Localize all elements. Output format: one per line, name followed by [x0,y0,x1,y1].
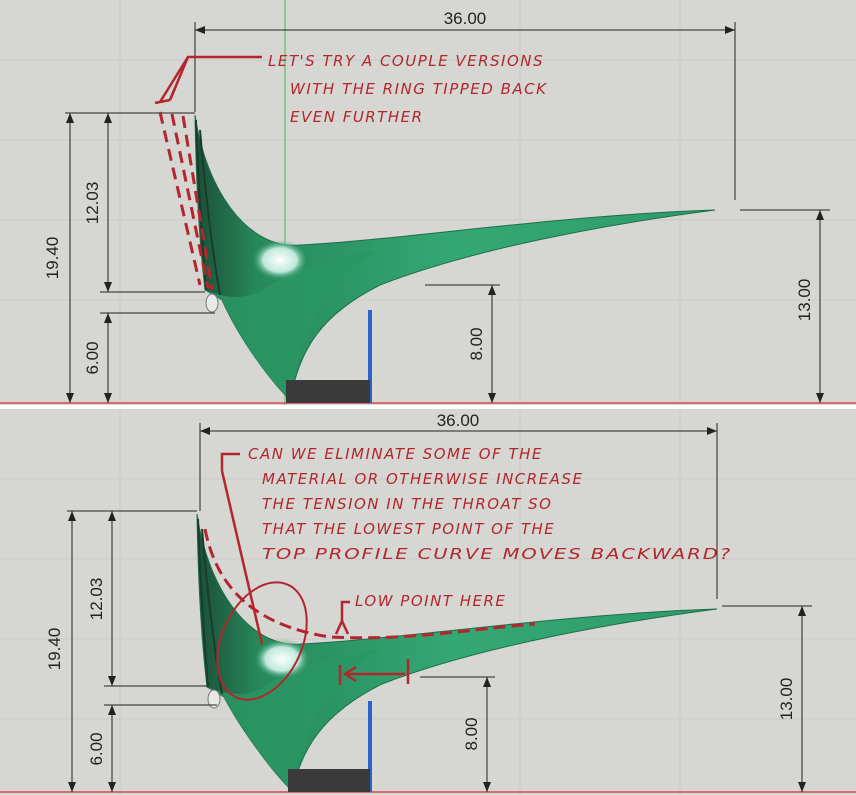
base-block [286,380,370,403]
dim-mid-height: 8.00 [467,327,486,360]
dim-width: 36.00 [444,9,487,28]
dimension-arrows [66,26,824,403]
note-line-1: CAN WE ELIMINATE SOME OF THE [248,445,543,463]
membrane-underside [205,250,380,400]
dimension-arrows [68,427,806,792]
grid [0,0,856,405]
base-block [288,769,370,792]
tipped-ring-sketch [158,111,214,291]
dim-lower-height: 6.00 [87,732,106,765]
annotation-leader [154,55,262,105]
note-line-3: THE TENSION IN THE THROAT SO [262,495,553,513]
membrane-highlight [254,639,310,679]
panel-separator [0,405,856,409]
proposed-curve-sketch [203,528,536,701]
dim-lower-height: 6.00 [83,341,102,374]
note-line-1: LET'S TRY A COUPLE VERSIONS [268,52,544,70]
blue-post [368,310,372,403]
viewport-background [0,0,856,405]
dim-mid-height: 8.00 [462,717,481,750]
note-line-2: WITH THE RING TIPPED BACK [290,80,547,98]
note-line-4: THAT THE LOWEST POINT OF THE [262,520,555,538]
note-line-3: EVEN FURTHER [290,108,424,126]
low-point-label: LOW POINT HERE [355,592,506,610]
ring [205,293,219,313]
dim-total-height: 19.40 [45,628,64,671]
dim-total-height: 19.40 [43,237,62,280]
dim-upper-height: 12.03 [87,578,106,621]
bottom-panel: 36.00 19.40 12.03 6.00 8.00 13.00 CAN WE… [0,409,856,795]
viewport-background [0,409,856,795]
ring [207,689,221,709]
bottom-panel-drawing: 36.00 19.40 12.03 6.00 8.00 13.00 CAN WE… [0,409,856,795]
low-point-marker [334,600,410,685]
note-line-5: TOP PROFILE CURVE MOVES BACKWARD? [262,545,732,563]
dim-upper-height: 12.03 [83,182,102,225]
dimension-lines [65,22,830,403]
dim-right-height: 13.00 [777,678,796,721]
note-leader [220,452,264,645]
dim-width: 36.00 [437,411,480,430]
blue-post [368,701,372,792]
membrane-highlight [252,240,308,280]
membrane-underside [207,649,382,791]
top-panel: 36.00 19.40 12.03 6.00 8.00 13.00 LET'S … [0,0,856,405]
note-line-2: MATERIAL OR OTHERWISE INCREASE [262,470,583,488]
dimension-lines [67,423,812,792]
top-panel-drawing: 36.00 19.40 12.03 6.00 8.00 13.00 LET'S … [0,0,856,405]
dim-right-height: 13.00 [795,279,814,322]
